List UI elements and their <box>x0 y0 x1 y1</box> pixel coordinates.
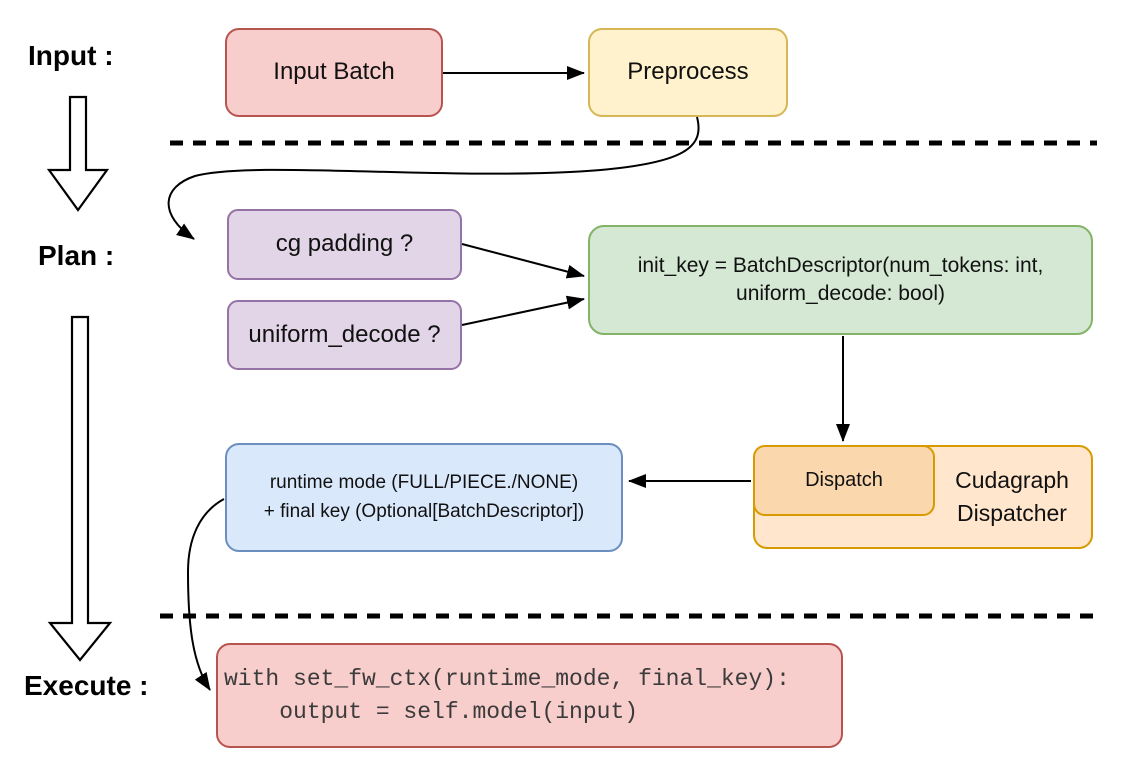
init-key-node: init_key = BatchDescriptor(num_tokens: i… <box>588 225 1093 335</box>
init-key-line1: init_key = BatchDescriptor(num_tokens: i… <box>637 253 1044 277</box>
execute-stage-label: Execute : <box>24 670 149 701</box>
dispatch-node: Dispatch <box>753 445 935 516</box>
execute-code-line1: with set_fw_ctx(runtime_mode, final_key)… <box>224 665 790 692</box>
cudagraph-dispatcher-line1: Cudagraph <box>955 466 1069 493</box>
cg-padding-node: cg padding ? <box>227 209 462 280</box>
arrow-uniform-decode-to-init-key <box>461 295 585 326</box>
uniform-decode-label: uniform_decode ? <box>248 320 441 348</box>
runtime-mode-node: runtime mode (FULL/PIECE./NONE) + final … <box>225 443 623 552</box>
dispatch-label: Dispatch <box>805 469 883 491</box>
cudagraph-dispatcher-line2: Dispatcher <box>957 500 1067 526</box>
plan-to-execute-block-arrow <box>47 315 113 662</box>
preprocess-label: Preprocess <box>627 58 749 86</box>
uniform-decode-node: uniform_decode ? <box>227 300 462 370</box>
runtime-mode-line1: runtime mode (FULL/PIECE./NONE) <box>269 472 579 493</box>
input-batch-label: Input Batch <box>273 58 395 86</box>
plan-stage-label: Plan : <box>38 240 115 271</box>
preprocess-node: Preprocess <box>588 28 788 117</box>
input-to-plan-block-arrow <box>46 95 110 212</box>
cudagraph-dispatcher-label: Cudagraph Dispatcher <box>933 447 1091 547</box>
execute-code-line2: output = self.model(input) <box>224 698 639 725</box>
arrow-cg-padding-to-init-key <box>461 243 585 279</box>
execute-code-node: with set_fw_ctx(runtime_mode, final_key)… <box>216 643 843 748</box>
input-stage-label: Input : <box>28 40 114 71</box>
cudagraph-dispatcher-node: Dispatch Cudagraph Dispatcher <box>753 445 1093 549</box>
cg-padding-label: cg padding ? <box>275 230 414 258</box>
init-key-line2: uniform_decode: bool) <box>736 282 945 305</box>
input-batch-node: Input Batch <box>225 28 443 117</box>
runtime-mode-line2: + final key (Optional[BatchDescriptor]) <box>263 500 585 522</box>
